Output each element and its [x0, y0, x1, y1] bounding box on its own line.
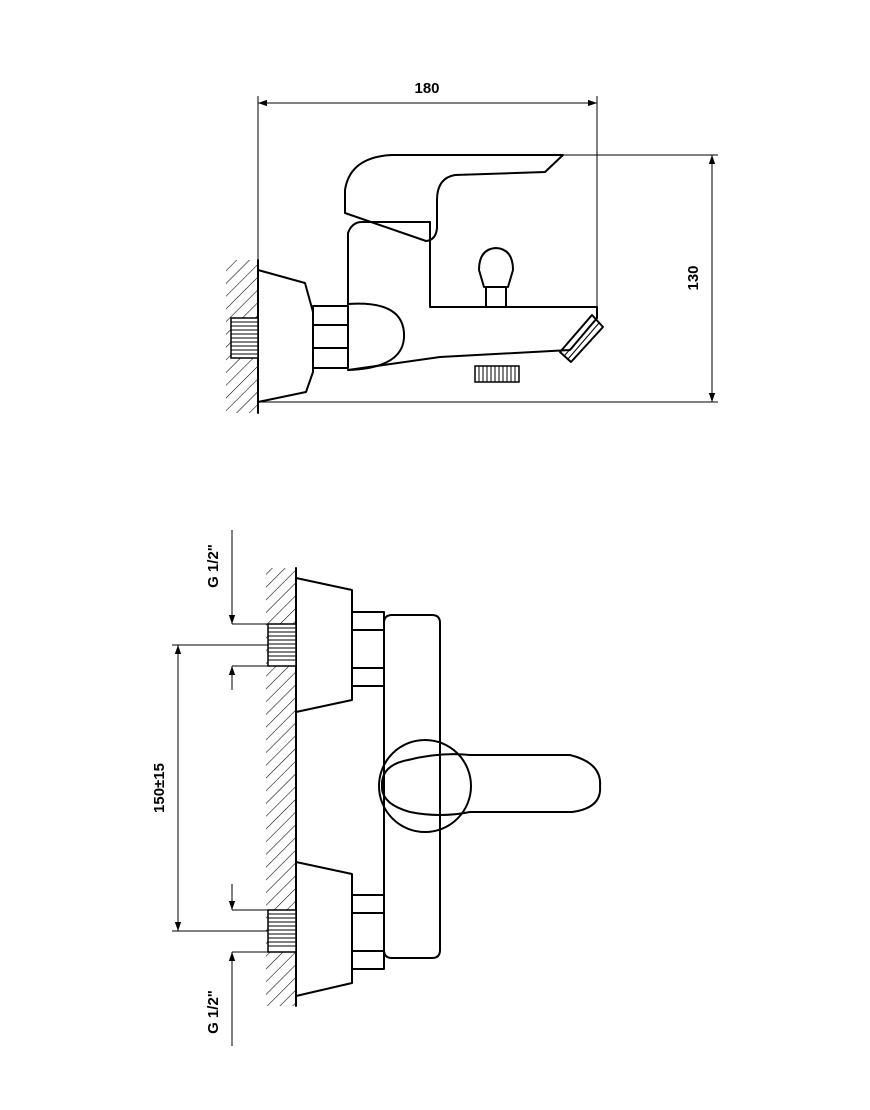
lever-handle-top	[344, 154, 564, 242]
mixer-body-front	[383, 614, 441, 959]
spout-aerator-top	[559, 314, 604, 363]
escutcheon-top	[257, 269, 314, 403]
dimension-inlet-upper: G 1/2"	[205, 530, 268, 690]
dimension-height: 130	[258, 154, 718, 403]
diverter-knob-top	[478, 247, 514, 308]
hex-nut-lower	[351, 894, 385, 970]
thread-inlet-upper	[267, 623, 297, 667]
hex-nut-upper	[351, 611, 385, 687]
dimension-width: 180	[257, 80, 598, 310]
inlet-upper-label: G 1/2"	[205, 544, 222, 588]
lever-handle-front	[380, 753, 602, 816]
escutcheon-upper	[295, 577, 353, 713]
dimension-inlet-lower: G 1/2"	[205, 884, 268, 1046]
hex-nut-top	[312, 305, 349, 369]
cartridge-circle-front	[378, 739, 472, 833]
spacing-label: 150±15	[151, 763, 168, 813]
front-view: G 1/2" 150±15 G 1/2"	[151, 530, 602, 1046]
thread-inlet-lower	[267, 909, 297, 953]
dimension-spacing: 150±15	[151, 644, 268, 932]
escutcheon-lower	[295, 861, 353, 997]
mixer-body-top	[347, 221, 598, 371]
cartridge-dome-top	[347, 302, 406, 371]
shower-outlet-top	[474, 365, 520, 383]
top-view: 180 130	[226, 80, 718, 414]
height-label: 130	[685, 265, 702, 290]
thread-connector-top	[230, 317, 259, 359]
width-label: 180	[414, 80, 439, 97]
inlet-lower-label: G 1/2"	[205, 990, 222, 1034]
